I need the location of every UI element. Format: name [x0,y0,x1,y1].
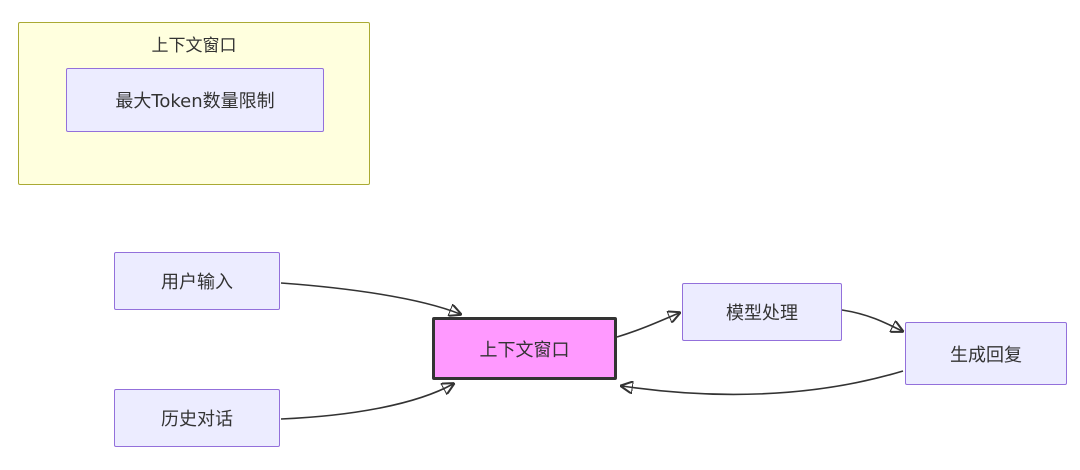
node-model-processing: 模型处理 [682,283,842,341]
edge-generate-reply-to-context-window [622,370,904,396]
edge-context-window-to-model-processing [616,313,679,338]
node-generate-reply: 生成回复 [905,322,1067,385]
node-context-window: 上下文窗口 [432,317,617,380]
edge-user-input-to-context-window [280,282,460,314]
node-history-dialog: 历史对话 [114,389,280,447]
node-max-token-limit: 最大Token数量限制 [66,68,324,132]
node-user-input: 用户输入 [114,252,280,310]
subgraph-context-window: 上下文窗口 最大Token数量限制 [18,22,370,185]
edge-history-dialog-to-context-window [280,384,453,420]
edge-model-processing-to-generate-reply [841,309,902,331]
subgraph-title: 上下文窗口 [151,36,237,56]
